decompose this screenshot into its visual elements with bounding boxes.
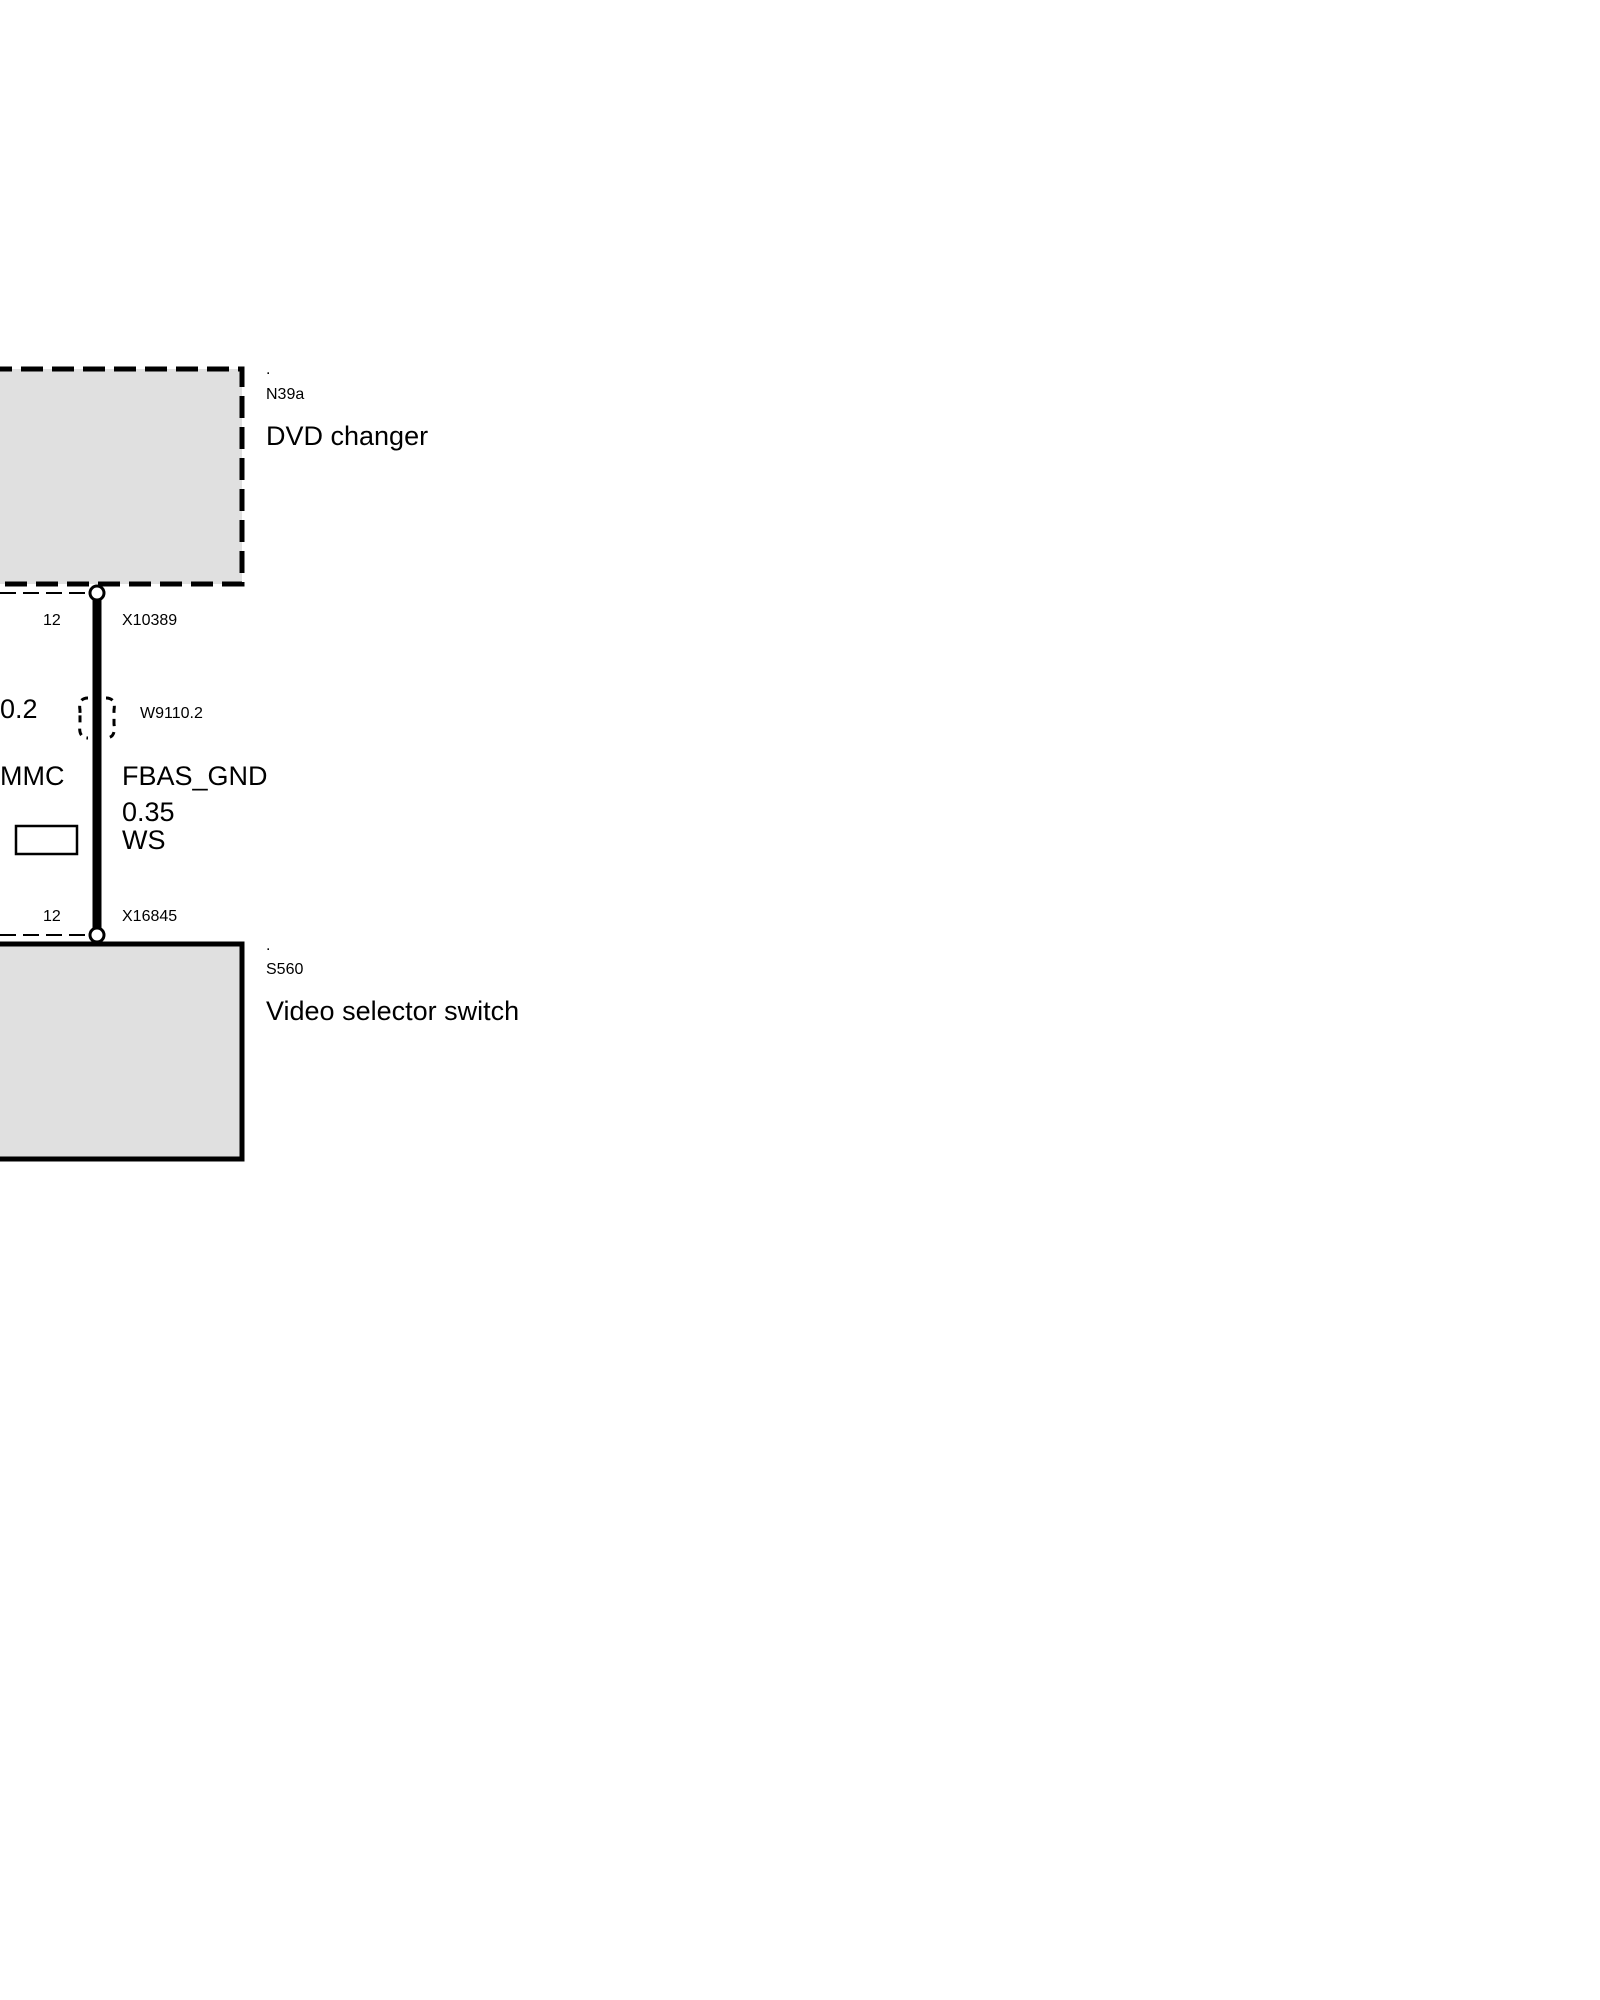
pin-terminal-top bbox=[88, 584, 106, 602]
pin-terminal-bottom bbox=[88, 926, 106, 944]
harness-id: W9110.2 bbox=[140, 705, 203, 722]
adjacent-wire-cross-section: 0.2 bbox=[0, 694, 38, 724]
video-selector-switch-box bbox=[0, 941, 245, 1162]
wire-cross-section: 0.35 bbox=[122, 797, 175, 827]
bottom-pin-number: 12 bbox=[43, 908, 61, 925]
dvd-changer-name: DVD changer bbox=[266, 421, 428, 451]
harness-bracket-symbol bbox=[78, 696, 89, 740]
bottom-connector-id: X16845 bbox=[122, 908, 177, 925]
video-selector-name: Video selector switch bbox=[266, 996, 519, 1026]
adjacent-wire-signal: MMC bbox=[0, 761, 64, 791]
video-selector-marker: . bbox=[266, 937, 270, 954]
adjacent-wire-color-swatch bbox=[14, 824, 79, 856]
dvd-changer-box bbox=[0, 366, 245, 587]
wire-signal-name: FBAS_GND bbox=[122, 761, 268, 791]
wire-color: WS bbox=[122, 825, 166, 855]
dvd-changer-marker: . bbox=[266, 361, 270, 378]
top-connector-id: X10389 bbox=[122, 612, 177, 629]
video-selector-code: S560 bbox=[266, 961, 303, 978]
dvd-changer-code: N39a bbox=[266, 386, 304, 403]
top-pin-number: 12 bbox=[43, 612, 61, 629]
harness-bracket-symbol-right bbox=[105, 696, 116, 740]
